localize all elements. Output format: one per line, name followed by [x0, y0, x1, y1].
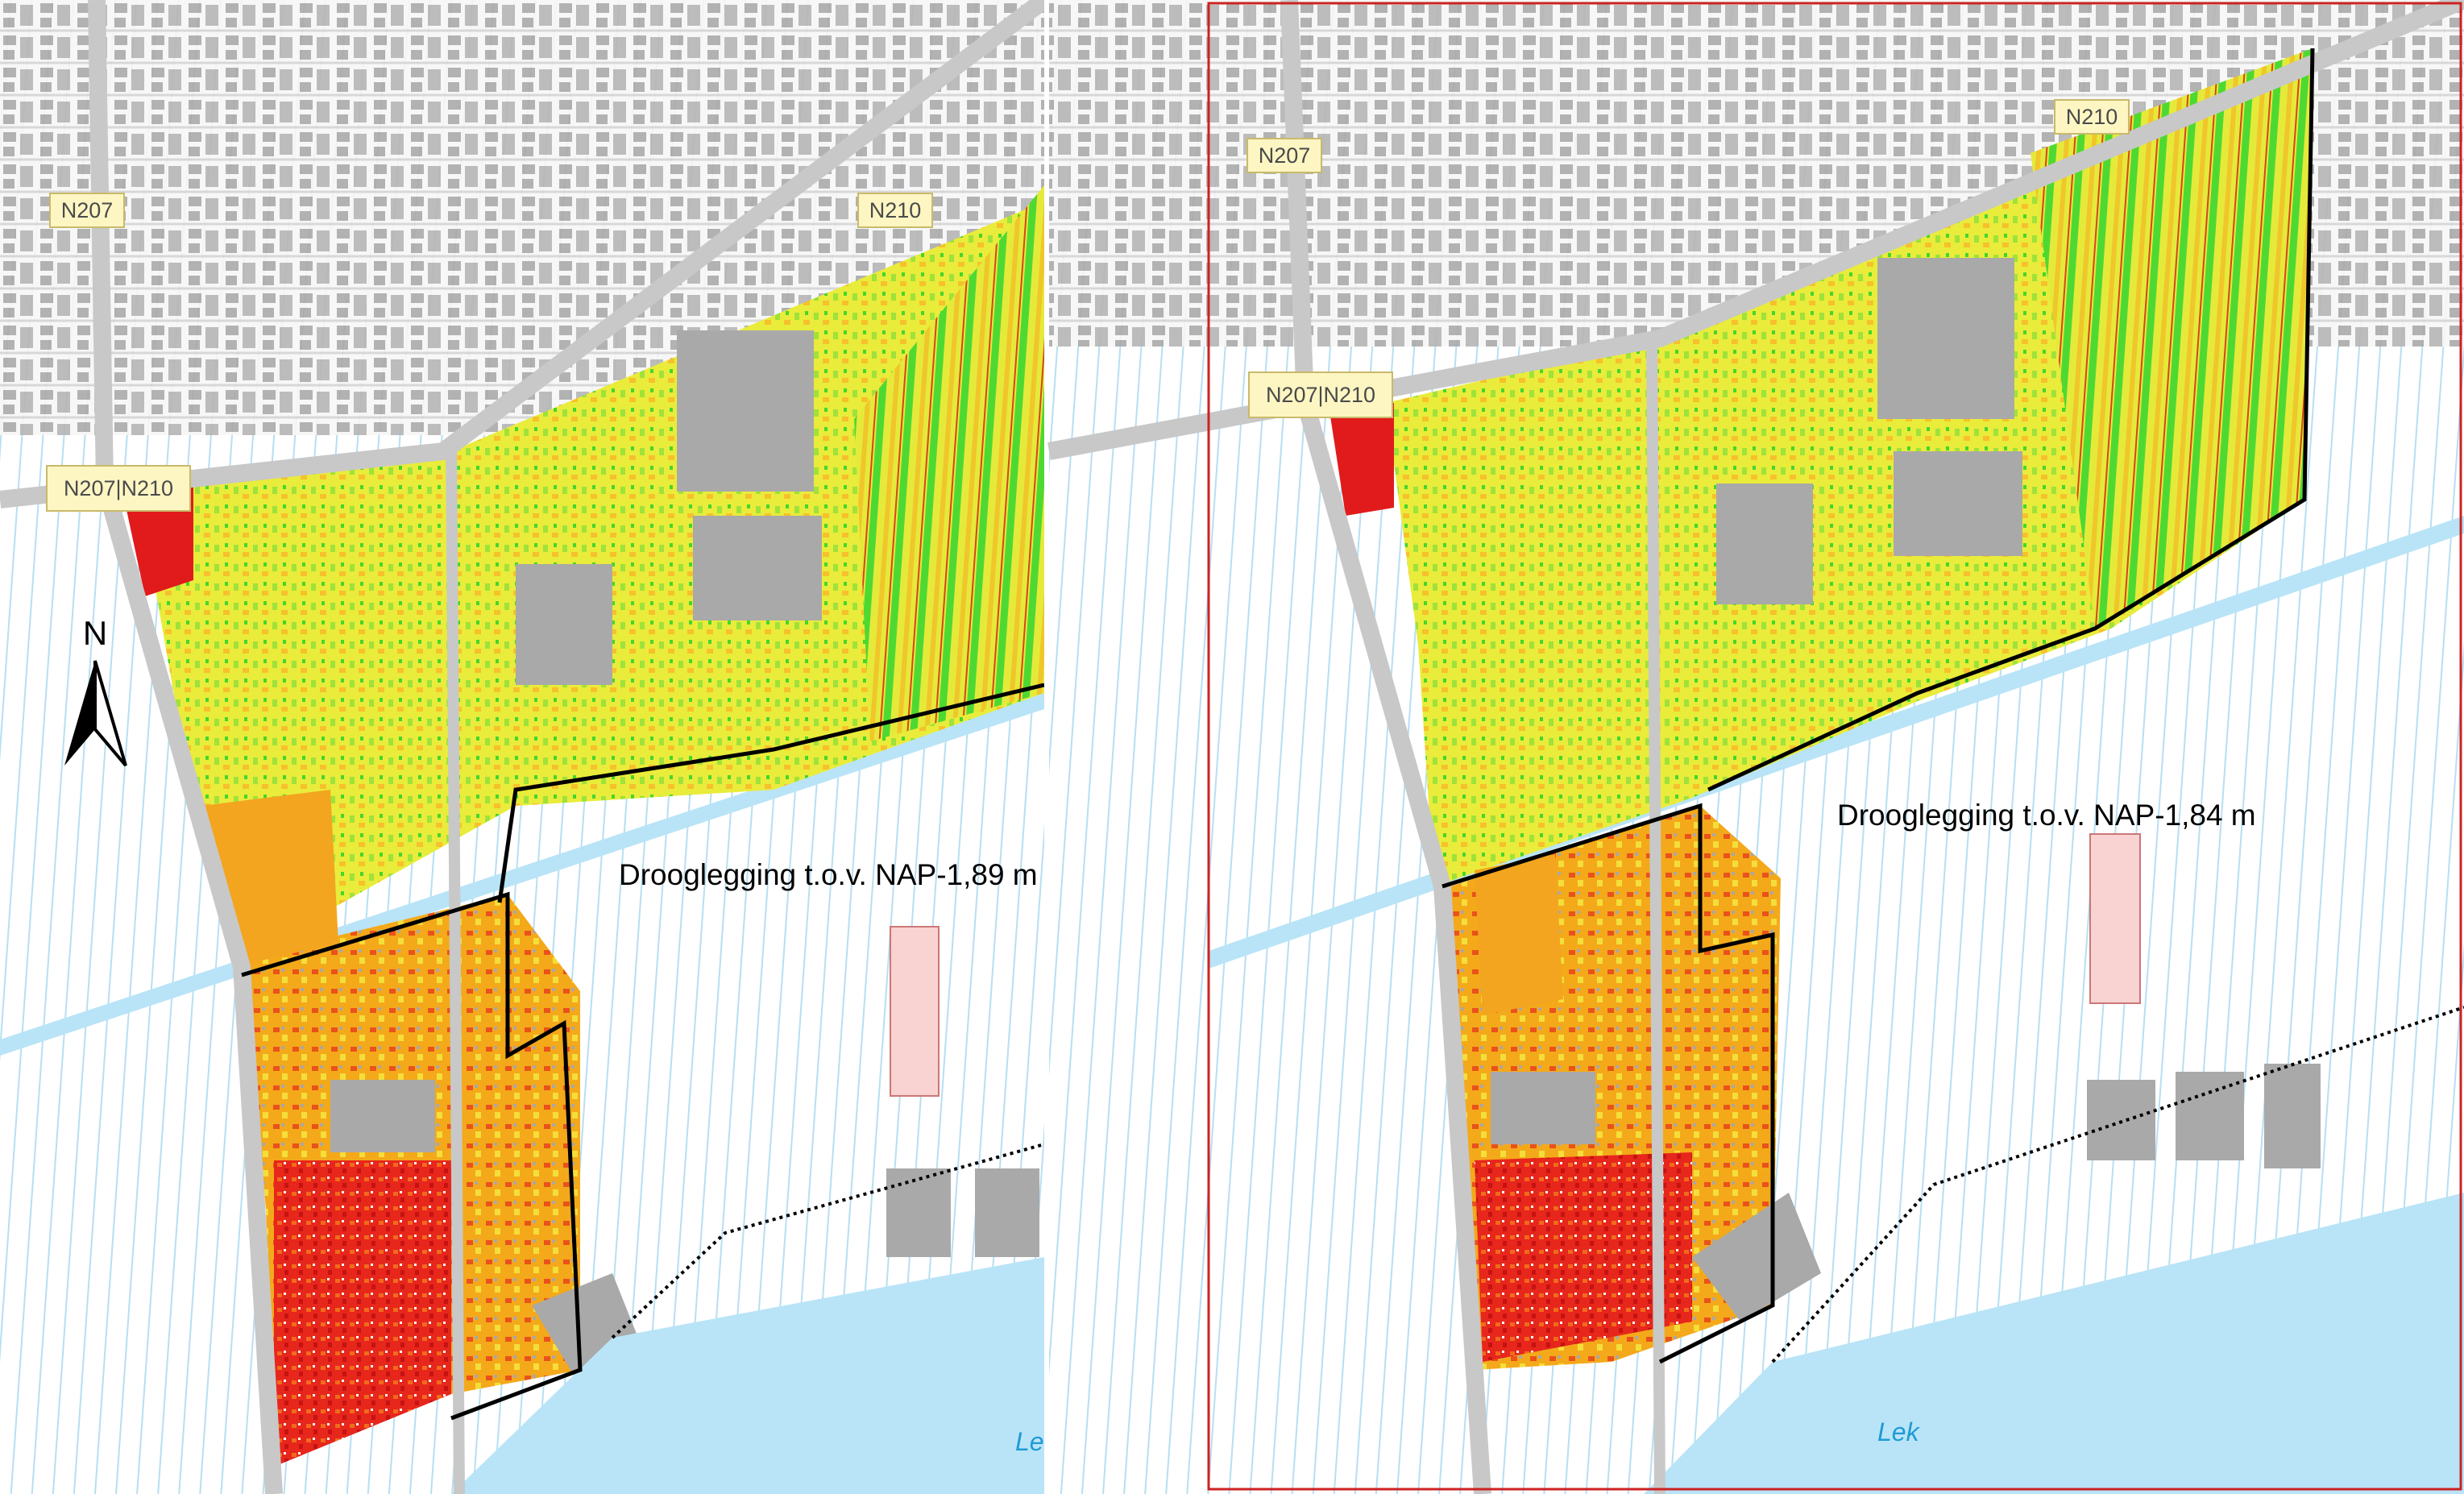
extent-frame [1207, 2, 2462, 1491]
boundary-line [497, 683, 1045, 903]
building [330, 1080, 435, 1152]
building [1716, 483, 1813, 604]
heat-zone-junction [1329, 403, 1394, 516]
heat-zone-sportpark [1475, 854, 1563, 1015]
river-lek [451, 1257, 1044, 1494]
svg-text:N207: N207 [61, 198, 114, 222]
drooglegging-label: Drooglegging t.o.v. NAP-1,89 m [619, 858, 1038, 891]
road-label-n210: N210 [2054, 99, 2130, 135]
building [677, 330, 814, 492]
building [516, 564, 612, 685]
building [886, 1168, 951, 1257]
north-arrow-icon: N [64, 614, 127, 767]
building [1894, 451, 2022, 556]
dike-line [1771, 1006, 2464, 1363]
building [2176, 1072, 2244, 1160]
water-label-lek: Le [1015, 1427, 1044, 1456]
road-local [446, 442, 465, 1494]
heat-zone-centre [1475, 1152, 1692, 1362]
road-label-n207: N207 [49, 193, 125, 228]
svg-text:N210: N210 [2066, 105, 2118, 129]
svg-text:N207|N210: N207|N210 [1266, 383, 1375, 407]
building [1491, 1072, 1595, 1144]
building [1692, 1193, 1821, 1322]
road-n207 [1280, 0, 1491, 1494]
planned-plot [2089, 833, 2141, 1004]
building [693, 516, 822, 620]
svg-text:N207: N207 [1259, 143, 1311, 168]
road-label-n210: N210 [857, 193, 933, 228]
heat-zone-centre [274, 1160, 451, 1467]
road-local [1646, 338, 1665, 1494]
building [2087, 1080, 2155, 1160]
map-panel-right: N207 N210 N207|N210 Drooglegging t.o.v. … [1047, 0, 2464, 1494]
planned-plot [890, 926, 940, 1097]
map-panel-left: N207 N210 N207|N210 Drooglegging t.o.v. … [0, 0, 1050, 1494]
building [2264, 1064, 2321, 1168]
panel-divider [1044, 0, 1049, 1494]
boundary-line [241, 891, 583, 1421]
svg-text:N207|N210: N207|N210 [64, 476, 173, 500]
drooglegging-label: Drooglegging t.o.v. NAP-1,84 m [1837, 799, 2256, 832]
svg-text:N210: N210 [869, 198, 922, 222]
dike-line [611, 1143, 1045, 1339]
road-n207 [88, 0, 283, 1494]
heat-zone-fields [2031, 48, 2313, 629]
river-lek [1644, 1193, 2464, 1494]
road-label-n207-n210: N207|N210 [1248, 371, 1393, 418]
heat-zone-fields [854, 185, 1044, 741]
building [1877, 258, 2014, 419]
road-label-n207: N207 [1247, 138, 1322, 173]
svg-text:N: N [83, 614, 107, 652]
road-label-n207-n210: N207|N210 [46, 465, 191, 512]
boundary-line [1441, 803, 1775, 1364]
building [975, 1168, 1039, 1257]
boundary-line [1707, 48, 2315, 792]
water-label-lek: Lek [1877, 1417, 1921, 1446]
